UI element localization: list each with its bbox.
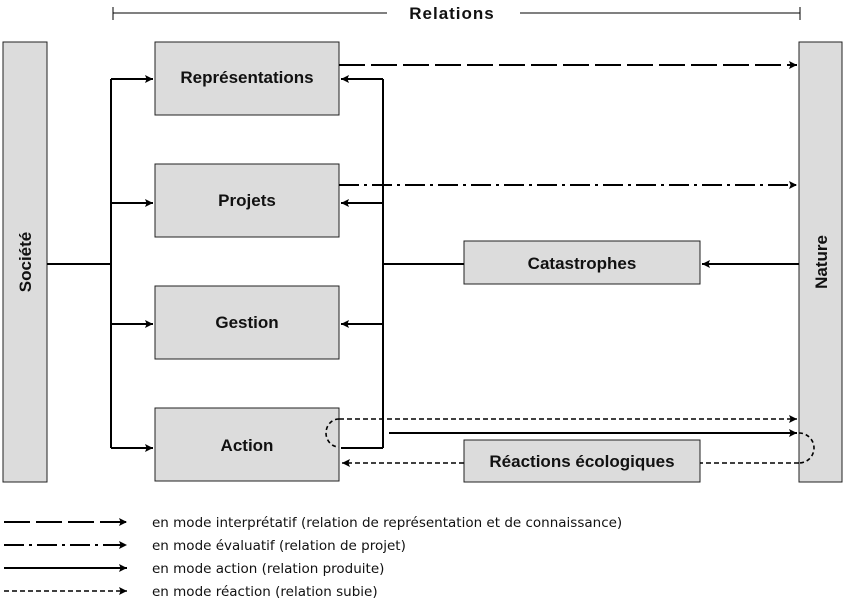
projets-label: Projets — [218, 191, 276, 210]
catastrophes-label: Catastrophes — [528, 254, 637, 273]
gestion-box — [154, 285, 340, 360]
projets-box — [154, 163, 340, 238]
societe-label: Société — [16, 232, 35, 292]
societe-bar — [2, 41, 48, 483]
catastrophes-box — [463, 240, 701, 285]
legend-text-action: en mode action (relation produite) — [152, 561, 384, 577]
representations-label: Représentations — [180, 68, 313, 87]
reactions-box — [463, 439, 701, 483]
representations-box — [154, 41, 340, 116]
diagram-title: Relations — [409, 4, 495, 23]
title-bracket — [112, 7, 801, 20]
action-box — [154, 407, 340, 482]
nature-bar — [798, 41, 843, 483]
action-reaction-loop — [325, 418, 340, 448]
nature-reaction-loop — [798, 432, 815, 464]
gestion-label: Gestion — [215, 313, 278, 332]
legend-text-interpretatif: en mode interprétatif (relation de repré… — [152, 515, 622, 531]
nature-label: Nature — [812, 235, 831, 289]
legend: en mode interprétatif (relation de repré… — [4, 515, 622, 600]
legend-text-reaction: en mode réaction (relation subie) — [152, 584, 378, 600]
reactions-label: Réactions écologiques — [489, 452, 674, 471]
legend-text-evaluatif: en mode évaluatif (relation de projet) — [152, 538, 406, 554]
societe-connectors — [47, 75, 153, 452]
action-label: Action — [221, 436, 274, 455]
feedback-bus — [341, 75, 464, 449]
